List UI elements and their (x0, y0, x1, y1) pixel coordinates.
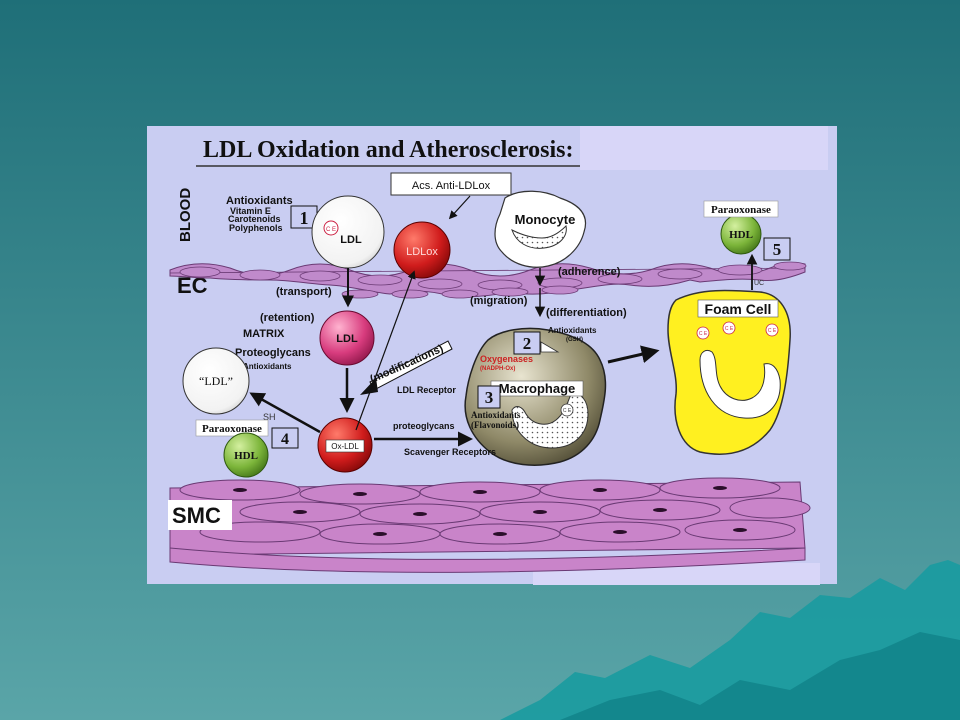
step-4-box (271, 427, 299, 449)
macrophage-label: Macrophage (499, 381, 576, 396)
differentiation-label: (differentiation) (546, 307, 627, 319)
sh-label: SH (263, 412, 276, 422)
ce-marker-label: C E (326, 227, 336, 233)
step-number: 2 (523, 334, 532, 353)
adherence-label: (adherence) (558, 266, 621, 278)
proteoglycans-small-label: proteoglycans (393, 421, 455, 431)
ce-marker-label: C E (768, 328, 777, 334)
paraoxonase-top-label: Paraoxonase (711, 204, 771, 216)
blood-ldl-label: LDL (340, 234, 362, 246)
scavenger-receptors-label: Scavenger Receptors (404, 447, 496, 457)
pointer-triangle (540, 341, 560, 353)
step-number: 1 (300, 208, 309, 228)
antioxidant-item: Vitamin E (230, 206, 271, 216)
hdl-top-label: HDL (729, 229, 753, 241)
monocyte-label: Monocyte (515, 212, 576, 227)
ldl-receptor-label: LDL Receptor (397, 385, 456, 395)
ce-marker (765, 323, 779, 337)
step-5-box (763, 237, 791, 261)
paraoxonase-bottom-label: Paraoxonase (202, 423, 262, 435)
flavonoid-antioxidants-label: Antioxidants (471, 410, 521, 420)
oxygenases-label: Oxygenases (480, 354, 533, 364)
callout-text: Acs. Anti-LDLox (412, 180, 491, 192)
foam-ce-markers: C E C E C E (696, 321, 779, 340)
matrix-label: MATRIX (243, 328, 285, 340)
oxldl-label-box (325, 439, 365, 453)
mountain-decoration-front (560, 632, 960, 720)
hdl-bottom-particle (223, 432, 269, 478)
blood-ldl-particle (311, 195, 385, 269)
intima-antioxidants-label: Antioxidants (243, 362, 292, 371)
foam-cell-nucleus (699, 349, 781, 419)
monocyte-nucleus (511, 224, 567, 249)
ce-marker-label: C E (563, 408, 572, 414)
nadph-label: (NADPH-Ox) (480, 366, 515, 372)
paraoxonase-top-box (703, 200, 779, 218)
gsh-label: (GSH) (566, 337, 583, 343)
monocyte-cell (494, 190, 587, 268)
callout-box (390, 172, 512, 196)
foam-cell-label: Foam Cell (705, 301, 772, 317)
to-extracellular-arrow (249, 392, 321, 434)
smc-label: SMC (172, 503, 221, 528)
flavonoids-label: (Flavonoids) (471, 420, 519, 430)
step-number: 5 (773, 240, 782, 259)
foam-cell-label-box (697, 299, 779, 318)
extracellular-ldl-label: “LDL” (199, 374, 233, 388)
proteoglycans-label: Proteoglycans (235, 347, 311, 359)
blood-antioxidants-heading: Antioxidants (226, 195, 293, 207)
ce-marker-label: C E (725, 326, 734, 332)
smc-layer (169, 477, 811, 573)
smc-label-box (168, 500, 232, 530)
blood-label: BLOOD (177, 188, 194, 242)
antioxidant-item: Carotenoids (228, 214, 281, 224)
extracellular-ldl-particle (182, 347, 250, 415)
hdl-bottom-label: HDL (234, 450, 258, 462)
to-foam-cell-arrow (607, 345, 660, 364)
ce-marker (696, 326, 710, 340)
endothelium-layer (169, 261, 807, 299)
step-number: 3 (485, 388, 494, 407)
macrophage-antioxidants-label: Antioxidants (548, 326, 597, 335)
ce-marker (323, 220, 339, 236)
ce-marker (560, 403, 574, 417)
diagram-title: LDL Oxidation and Atherosclerosis: (203, 137, 574, 163)
step-2-box (513, 331, 541, 355)
migration-label: (migration) (470, 295, 528, 307)
transport-label: (transport) (276, 286, 332, 298)
ldlox-particle (393, 221, 451, 279)
ldlox-label: LDLox (406, 246, 438, 258)
uc-label: UC (754, 280, 764, 287)
ce-marker-label: C E (699, 331, 708, 337)
retained-ldl-particle (319, 310, 375, 366)
step-3-box (477, 385, 501, 409)
panel-tab (580, 126, 828, 170)
retained-ldl-label: LDL (336, 333, 358, 345)
callout-arrow (448, 195, 471, 220)
oxldl-label: Ox-LDL (331, 442, 359, 451)
step-number: 4 (281, 431, 289, 448)
antioxidant-item: Polyphenols (229, 223, 283, 233)
paraoxonase-bottom-box (195, 419, 269, 437)
retention-label: (retention) (260, 312, 315, 324)
ce-marker (722, 321, 736, 335)
ldlox-release-arrow (355, 270, 416, 431)
